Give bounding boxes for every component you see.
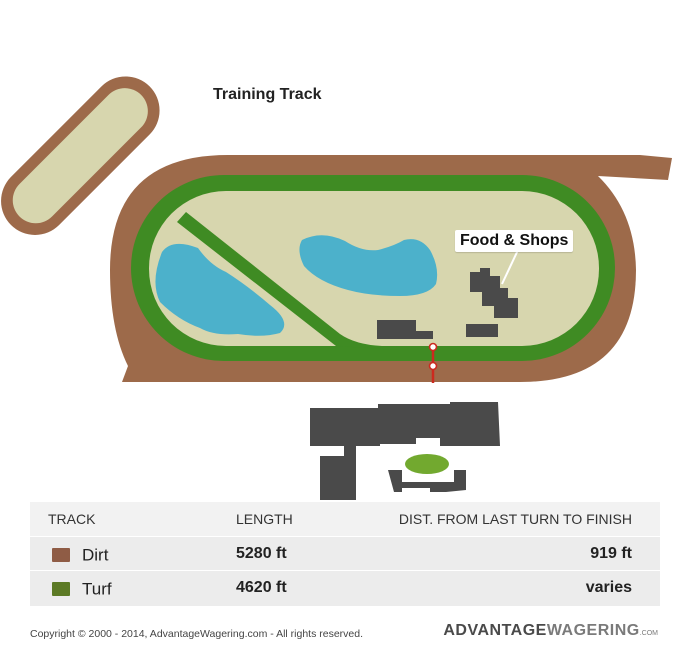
- track-dist: varies: [585, 579, 632, 596]
- track-dist: 919 ft: [590, 545, 632, 562]
- racetrack-map: [1, 76, 672, 500]
- logo-part-advantage: ADVANTAGE: [443, 622, 547, 639]
- dirt-swatch: [52, 548, 70, 563]
- logo-part-wagering: WAGERING: [546, 622, 640, 639]
- track-length: 4620 ft: [236, 579, 287, 596]
- track-name: Turf: [82, 579, 112, 599]
- training-track-label: Training Track: [213, 86, 322, 103]
- header-track: TRACK: [48, 511, 96, 527]
- turf-chute: [177, 212, 400, 350]
- grandstand-buildings: [310, 402, 500, 500]
- infield-lake-left: [155, 243, 285, 336]
- infield-buildings: [377, 268, 518, 339]
- logo-part-com: .COM: [639, 630, 658, 637]
- track-legend-table: TRACK LENGTH DIST. FROM LAST TURN TO FIN…: [30, 502, 660, 606]
- food-shops-label: Food & Shops: [455, 230, 574, 252]
- header-dist: DIST. FROM LAST TURN TO FINISH: [398, 511, 632, 527]
- track-name: Dirt: [82, 545, 109, 565]
- advantage-wagering-logo[interactable]: ADVANTAGEWAGERING.COM: [443, 622, 658, 640]
- turf-swatch: [52, 582, 70, 597]
- paddock-lawn: [405, 454, 449, 474]
- header-length: LENGTH: [236, 511, 293, 527]
- track-length: 5280 ft: [236, 545, 287, 562]
- legend-row-turf: Turf 4620 ft varies: [30, 570, 660, 605]
- legend-header-row: TRACK LENGTH DIST. FROM LAST TURN TO FIN…: [30, 502, 660, 536]
- legend-row-dirt: Dirt 5280 ft 919 ft: [30, 536, 660, 571]
- food-shops-pointer: [501, 249, 519, 285]
- training-track: [1, 76, 160, 235]
- copyright-text: Copyright © 2000 - 2014, AdvantageWageri…: [30, 628, 364, 640]
- infield-lake-right: [299, 235, 438, 296]
- finish-line: [428, 342, 438, 383]
